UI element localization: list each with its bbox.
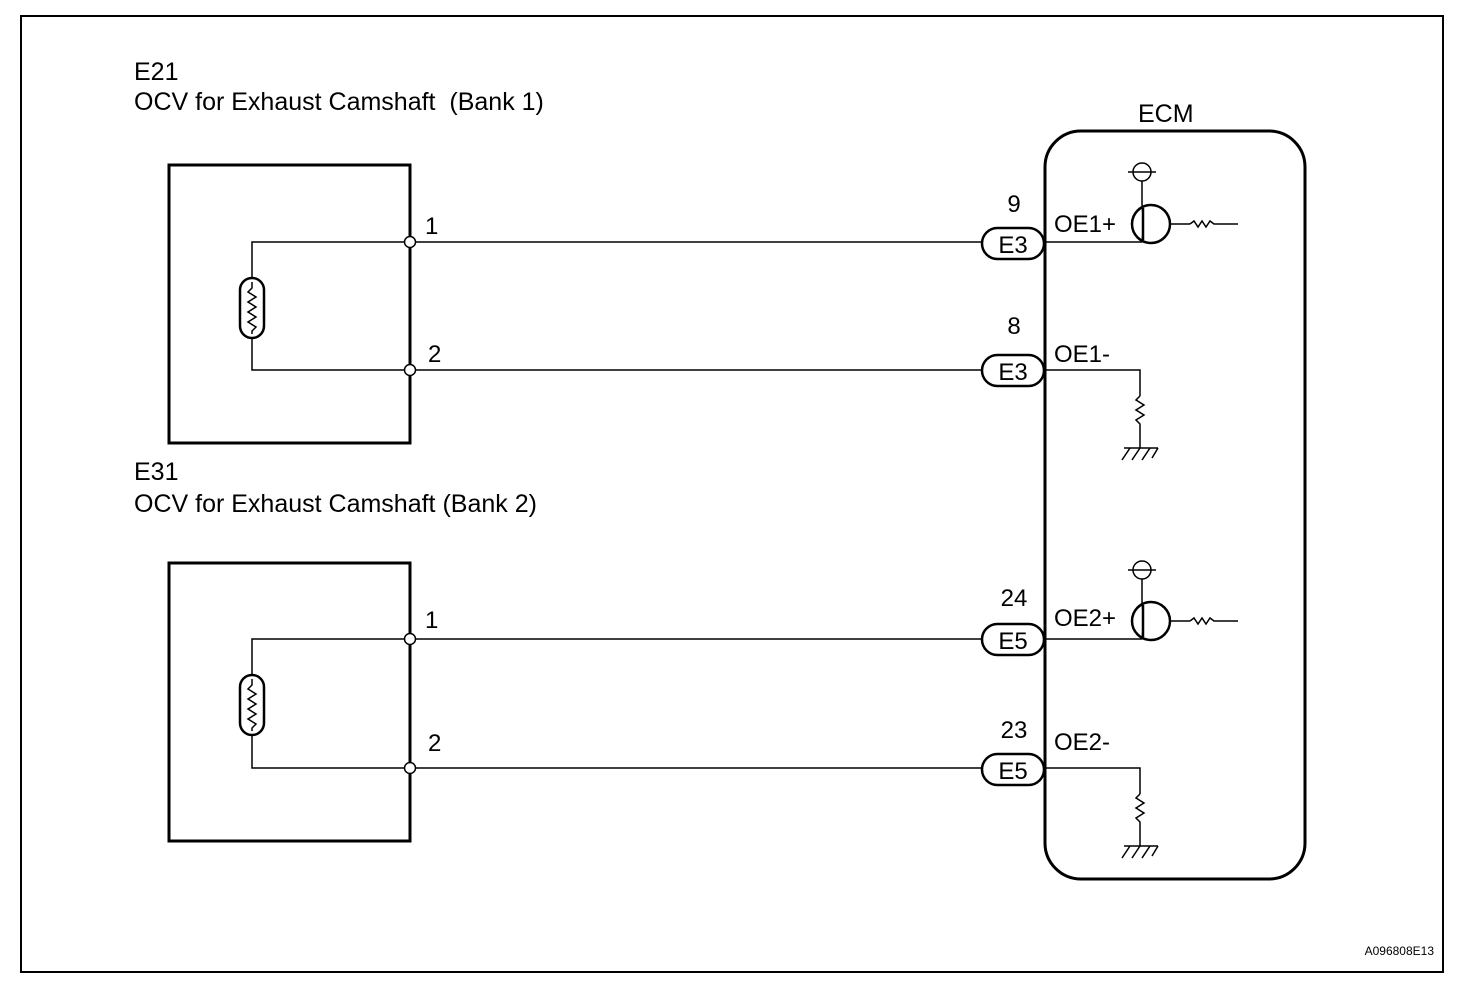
solenoid-coil-icon — [238, 673, 266, 737]
component-e31-pin-2-label: 2 — [428, 730, 441, 757]
diagram-frame — [20, 15, 1444, 973]
component-e31-pin-2-terminal — [403, 761, 417, 775]
component-e21-description: OCV for Exhaust Camshaft (Bank 1) — [134, 88, 544, 116]
component-e31-box — [167, 561, 412, 843]
component-e31-description: OCV for Exhaust Camshaft (Bank 2) — [134, 490, 537, 518]
connector-e3-pin-9: E3 9 — [980, 191, 1046, 261]
ecm: ECM E3 9 E3 8 E5 24 E5 23 OE1+ OE1- OE2+… — [980, 100, 1307, 881]
component-e31-pin-1-label: 1 — [425, 607, 438, 634]
pin-number: 8 — [1007, 313, 1020, 340]
component-e31-ref: E31 — [134, 458, 178, 486]
component-e21-pin-2-terminal — [403, 363, 417, 377]
transistor-driver-icon — [1044, 560, 1238, 642]
pin-number: 9 — [1007, 191, 1020, 218]
figure-code: A096808E13 — [1365, 944, 1435, 958]
signal-label-oe1-plus: OE1+ — [1054, 211, 1116, 238]
signal-label-oe2-minus: OE2- — [1054, 729, 1110, 756]
connector-e3-pin-8: E3 8 — [980, 313, 1046, 388]
connector-e5-pin-23: E5 23 — [980, 717, 1046, 787]
connector-label: E5 — [998, 628, 1027, 655]
component-e31-pin-1-terminal — [403, 632, 417, 646]
component-e21-internal-wire — [251, 241, 410, 371]
signal-label-oe1-minus: OE1- — [1054, 341, 1110, 368]
connector-label: E5 — [998, 758, 1027, 785]
transistor-driver-icon — [1044, 162, 1238, 245]
solenoid-coil-icon — [238, 276, 266, 340]
component-e21-pin-1-label: 1 — [425, 213, 438, 240]
component-e21-ref: E21 — [134, 58, 178, 86]
pin-number: 24 — [1001, 585, 1028, 612]
pin-number: 23 — [1001, 717, 1028, 744]
component-e21-pin-2-label: 2 — [428, 341, 441, 368]
ground-icon — [1044, 767, 1159, 859]
ecm-box — [1043, 129, 1307, 881]
signal-label-oe2-plus: OE2+ — [1054, 605, 1116, 632]
connector-e5-pin-24: E5 24 — [980, 585, 1046, 657]
component-e21: E21 OCV for Exhaust Camshaft (Bank 1) 1 … — [134, 58, 544, 445]
connector-label: E3 — [998, 359, 1027, 386]
connector-label: E3 — [998, 232, 1027, 259]
ecm-label: ECM — [1138, 100, 1194, 128]
component-e31-internal-wire — [251, 638, 410, 769]
harness-wires — [415, 241, 982, 769]
component-e31: E31 OCV for Exhaust Camshaft (Bank 2) 1 … — [134, 458, 537, 843]
ground-icon — [1044, 369, 1159, 461]
component-e21-box — [167, 163, 412, 445]
component-e21-pin-1-terminal — [403, 235, 417, 249]
